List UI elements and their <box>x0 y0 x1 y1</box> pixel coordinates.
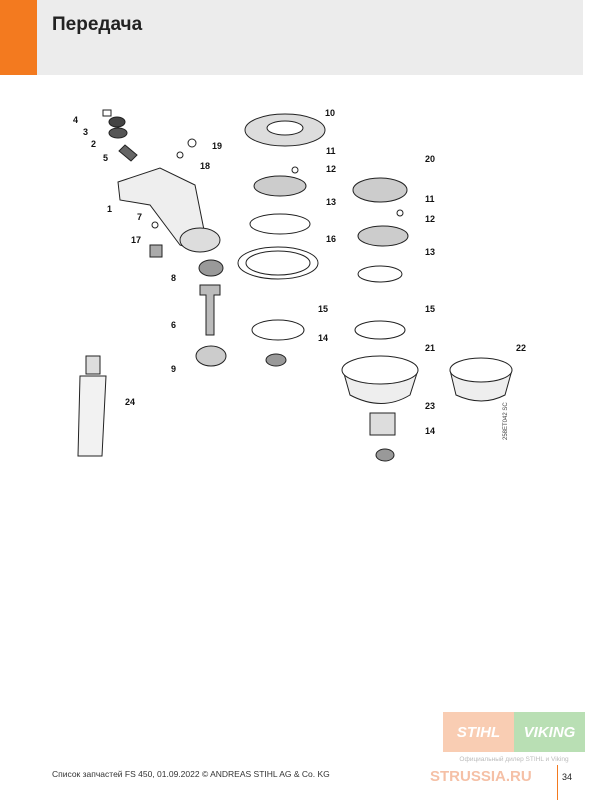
callout-label: 13 <box>425 247 436 257</box>
watermark-site: STRUSSIA.RU <box>430 768 532 785</box>
dealer-logo: STIHL VIKING <box>443 712 585 752</box>
page-header: Передача <box>0 0 583 75</box>
discs-column-1 <box>237 113 326 367</box>
callout-label: 9 <box>171 364 177 374</box>
callout-label: 14 <box>318 333 329 343</box>
callout-label: 5 <box>103 153 109 163</box>
callout-label: 17 <box>131 235 142 245</box>
callout-label: 18 <box>200 161 211 171</box>
callout-label: 21 <box>425 343 436 353</box>
callout-label: 2 <box>91 139 97 149</box>
callout-label: 15 <box>318 304 329 314</box>
dealer-text: Официальный дилер STIHL и Viking <box>459 756 569 763</box>
callout-label: 11 <box>425 194 435 204</box>
callout-label: 24 <box>125 397 136 407</box>
callout-label: 16 <box>326 234 337 244</box>
page-title: Передача <box>52 14 143 35</box>
callout-label: 6 <box>171 320 177 330</box>
small-parts <box>102 109 227 367</box>
accent-bar <box>0 0 37 75</box>
callout-label: 3 <box>83 127 89 137</box>
footer-text: Список запчастей FS 450, 01.09.2022 © AN… <box>52 769 330 779</box>
callout-label: 8 <box>171 273 177 283</box>
callout-label: 11 <box>326 146 336 156</box>
page-divider <box>557 765 558 800</box>
callout-label: 14 <box>425 426 436 436</box>
viking-logo: VIKING <box>514 712 585 752</box>
callout-label: 19 <box>212 141 223 151</box>
page-number: 34 <box>562 772 573 782</box>
callout-label: 22 <box>516 343 527 353</box>
callout-label: 12 <box>425 214 436 224</box>
callout-label: 23 <box>425 401 436 411</box>
callout-label: 10 <box>325 108 336 118</box>
callout-label: 13 <box>326 197 337 207</box>
callout-label: 4 <box>73 115 79 125</box>
callout-label: 12 <box>326 164 337 174</box>
callout-label: 15 <box>425 304 436 314</box>
callout-label: 1 <box>107 204 113 214</box>
discs-column-2 <box>341 177 513 462</box>
callout-label: 7 <box>137 212 143 222</box>
callout-label: 20 <box>425 154 436 164</box>
gear-housing <box>117 167 221 253</box>
stihl-logo: STIHL <box>443 712 514 752</box>
drawing-code: 258ET042 SC <box>503 402 509 440</box>
grease-tube <box>77 355 107 457</box>
